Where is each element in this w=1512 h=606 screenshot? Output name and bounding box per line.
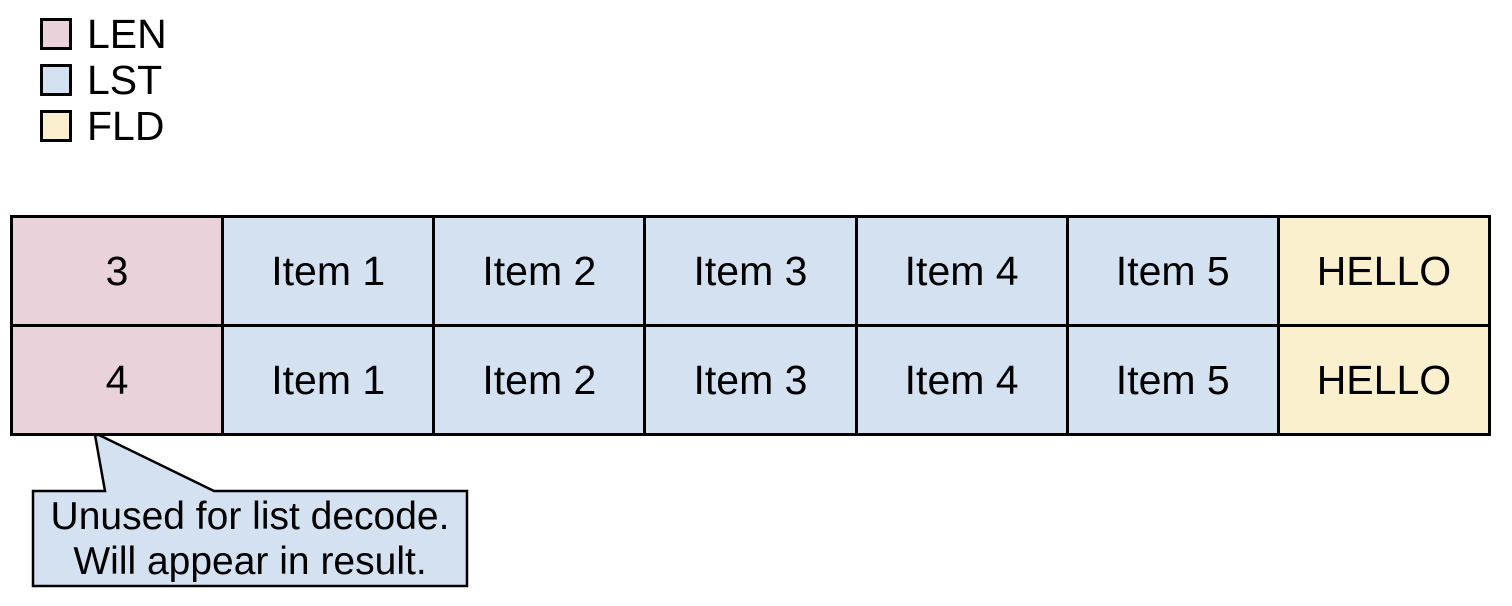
len-color-swatch bbox=[40, 18, 72, 50]
len-cell: 4 bbox=[9, 324, 225, 436]
item-cell: Item 1 bbox=[221, 215, 436, 327]
legend-label-fld: FLD bbox=[87, 102, 165, 149]
item-cell: Item 5 bbox=[1065, 215, 1280, 327]
field-cell: HELLO bbox=[1276, 324, 1492, 436]
byte-layout-table: 3 Item 1 Item 2 Item 3 Item 4 Item 5 HEL… bbox=[9, 215, 1492, 436]
lst-color-swatch bbox=[40, 64, 72, 96]
item-cell: Item 5 bbox=[1065, 324, 1280, 436]
fld-color-swatch bbox=[40, 110, 72, 142]
item-cell: Item 3 bbox=[643, 215, 858, 327]
legend-label-len: LEN bbox=[87, 10, 167, 57]
item-cell: Item 2 bbox=[432, 324, 647, 436]
item-cell: Item 3 bbox=[643, 324, 858, 436]
item-cell: Item 1 bbox=[221, 324, 436, 436]
field-cell: HELLO bbox=[1276, 215, 1492, 327]
item-cell: Item 4 bbox=[854, 324, 1069, 436]
len-cell: 3 bbox=[9, 215, 225, 327]
item-cell: Item 2 bbox=[432, 215, 647, 327]
table-row: 4 Item 1 Item 2 Item 3 Item 4 Item 5 HEL… bbox=[9, 324, 1492, 436]
legend-label-lst: LST bbox=[87, 56, 163, 103]
legend: LEN LST FLD bbox=[40, 13, 167, 156]
legend-item-lst: LST bbox=[40, 59, 167, 100]
callout-line-1: Unused for list decode. bbox=[50, 495, 450, 538]
legend-item-len: LEN bbox=[40, 13, 167, 54]
item-cell: Item 4 bbox=[854, 215, 1069, 327]
legend-item-fld: FLD bbox=[40, 105, 167, 146]
callout-line-2: Will appear in result. bbox=[73, 540, 427, 583]
callout: Unused for list decode. Will appear in r… bbox=[33, 492, 467, 586]
table-row: 3 Item 1 Item 2 Item 3 Item 4 Item 5 HEL… bbox=[9, 215, 1492, 327]
